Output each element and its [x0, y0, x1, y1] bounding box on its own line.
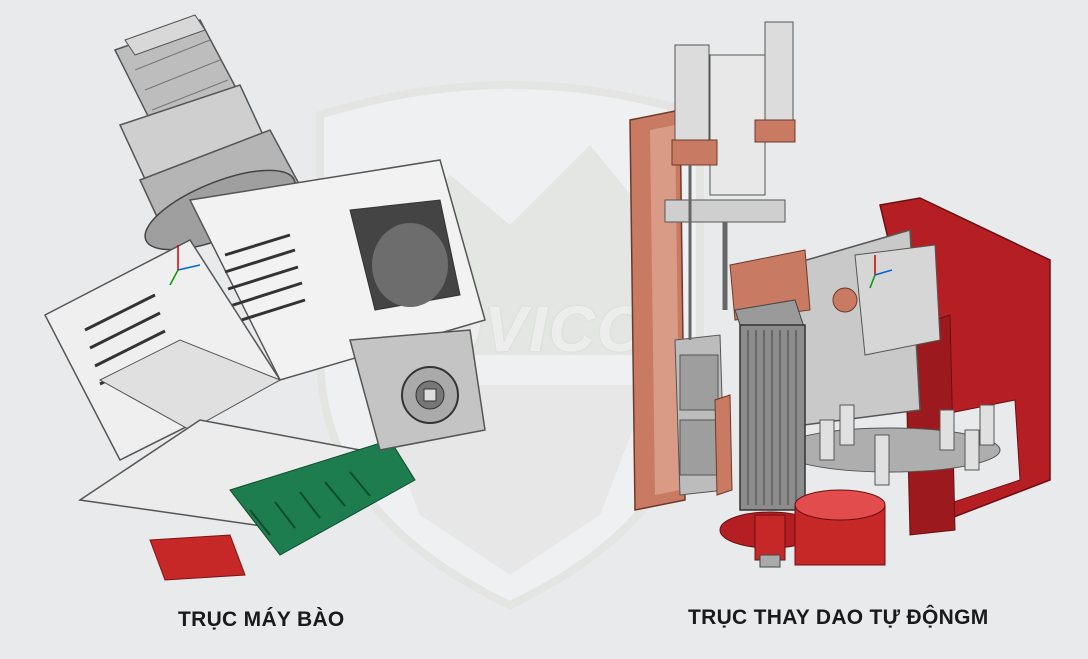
caption-auto-tool-changer: TRỤC THAY DAO TỰ ĐỘNGM	[688, 606, 989, 629]
red-tool-cup	[794, 489, 886, 566]
caption-planer-spindle: TRỤC MÁY BÀO	[178, 608, 345, 631]
planer-spindle-image	[43, 14, 486, 581]
axis-gizmo-left	[169, 245, 201, 286]
red-base	[149, 534, 246, 581]
axis-gizmo-right	[869, 255, 893, 289]
spindle-motor	[719, 299, 821, 568]
pneumatic-cylinders	[664, 21, 796, 340]
motor-unit	[113, 14, 307, 251]
green-drive-belt	[229, 439, 416, 556]
tool-carousel	[779, 404, 1001, 486]
spindle-end	[349, 329, 486, 451]
tool-changer-spindle-image	[629, 21, 1051, 568]
